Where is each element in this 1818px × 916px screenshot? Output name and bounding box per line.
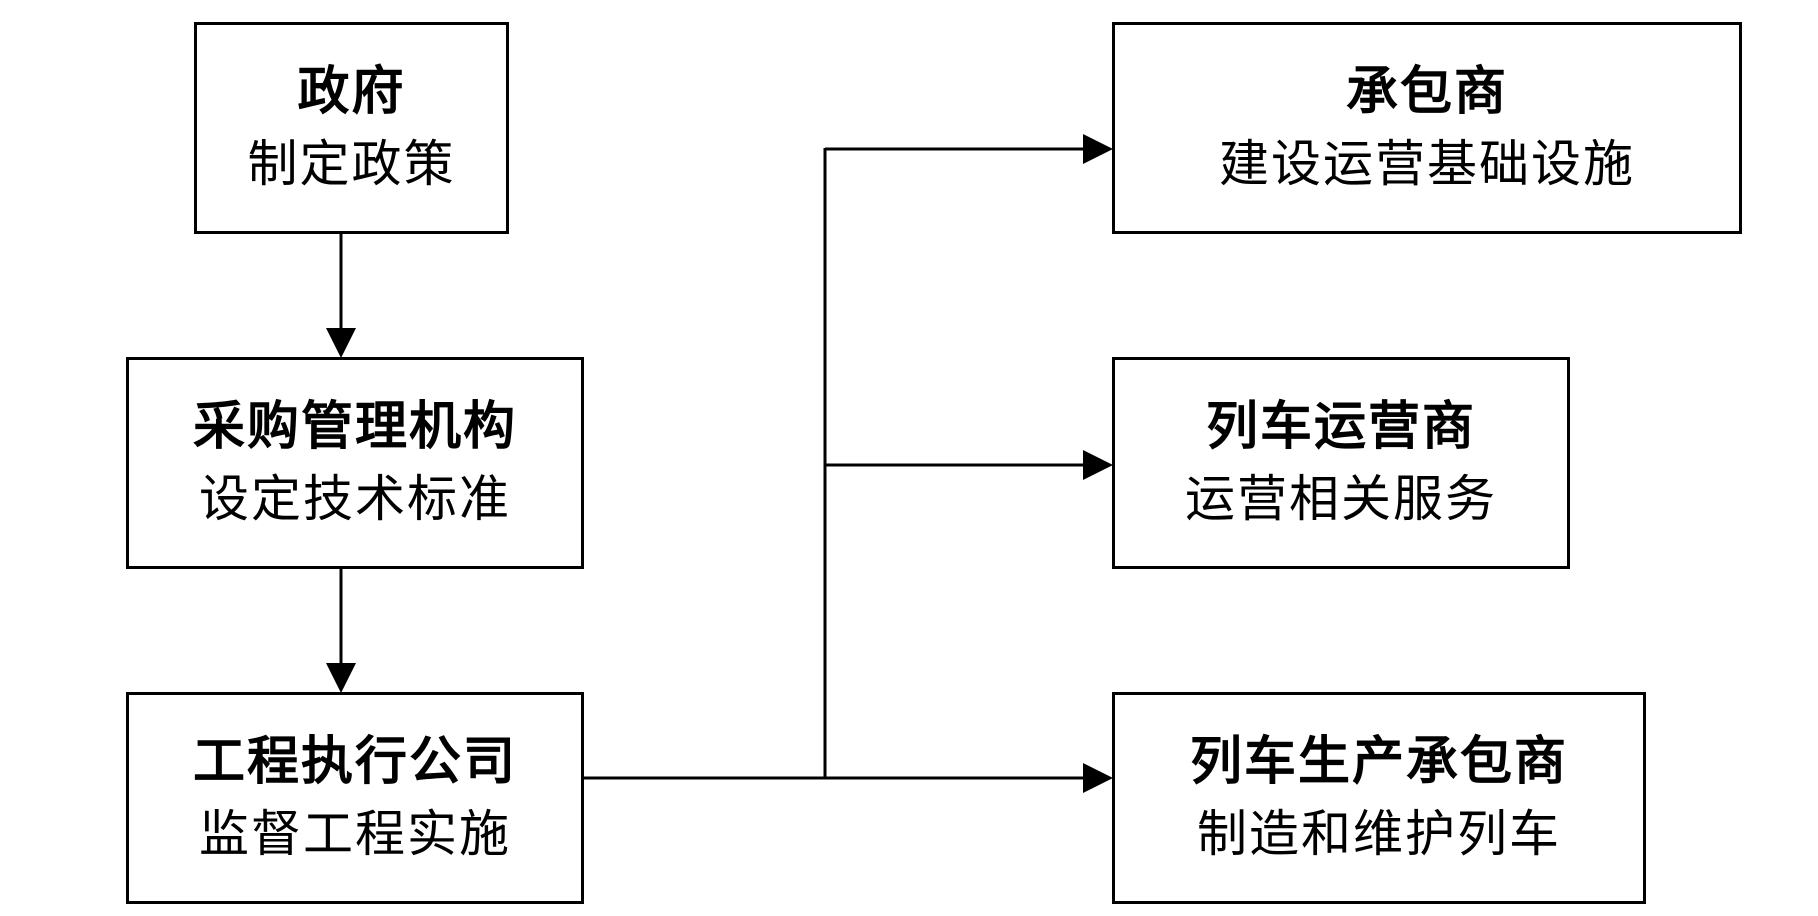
node-engineering: 工程执行公司 监督工程实施 — [126, 692, 584, 904]
node-operator-desc: 运营相关服务 — [1185, 470, 1497, 528]
node-manufacturer-desc: 制造和维护列车 — [1197, 805, 1561, 863]
node-operator: 列车运营商 运营相关服务 — [1112, 357, 1570, 569]
node-government: 政府 制定政策 — [194, 22, 509, 234]
node-procurement-desc: 设定技术标准 — [199, 470, 511, 528]
node-government-title: 政府 — [297, 61, 406, 122]
node-government-desc: 制定政策 — [247, 135, 456, 193]
node-operator-title: 列车运营商 — [1205, 396, 1476, 457]
node-contractor-desc: 建设运营基础设施 — [1219, 135, 1635, 193]
node-contractor-title: 承包商 — [1345, 61, 1508, 122]
node-engineering-desc: 监督工程实施 — [199, 805, 511, 863]
node-procurement: 采购管理机构 设定技术标准 — [126, 357, 584, 569]
node-manufacturer: 列车生产承包商 制造和维护列车 — [1112, 692, 1646, 904]
node-procurement-title: 采购管理机构 — [192, 396, 517, 457]
node-contractor: 承包商 建设运营基础设施 — [1112, 22, 1742, 234]
node-manufacturer-title: 列车生产承包商 — [1189, 731, 1568, 792]
node-engineering-title: 工程执行公司 — [192, 731, 517, 792]
